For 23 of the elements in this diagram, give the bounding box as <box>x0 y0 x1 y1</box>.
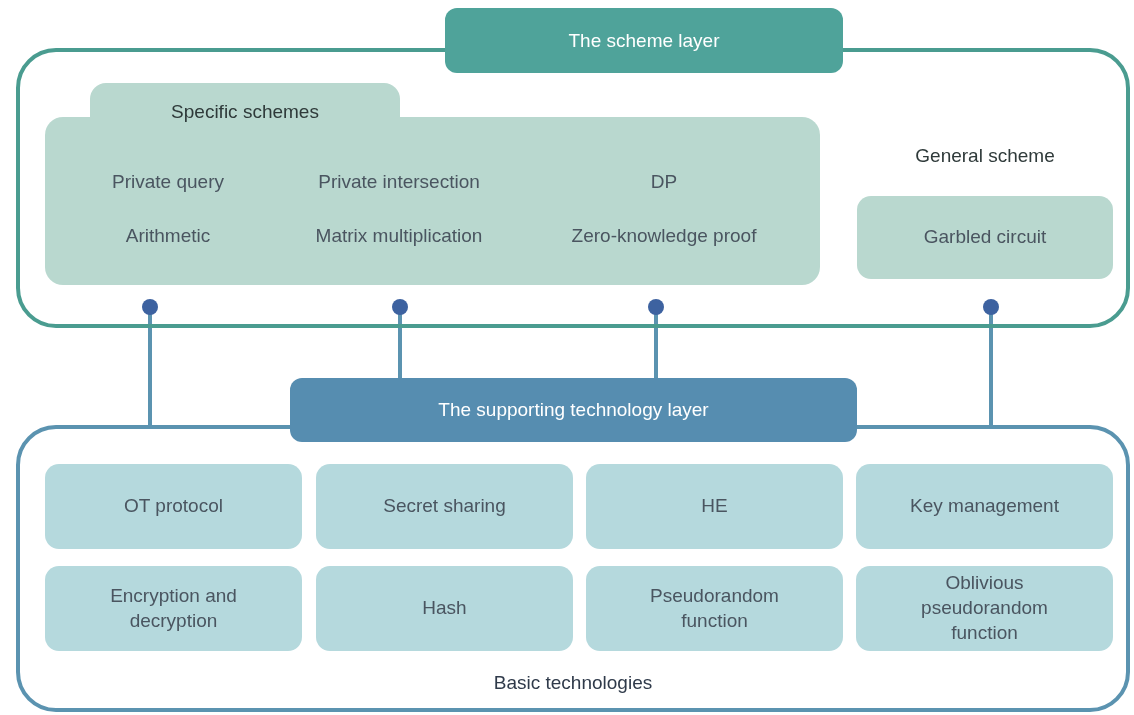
technique-box: OT protocol <box>45 464 302 549</box>
technique-box: HE <box>586 464 843 549</box>
technique-box: Oblivious pseudorandom function <box>856 566 1113 651</box>
scheme-label: Matrix multiplication <box>315 225 483 247</box>
technique-box: Garbled circuit <box>857 196 1113 279</box>
box-heading: General scheme <box>914 145 1056 167</box>
scheme-label: Arithmetic <box>125 225 211 247</box>
technique-box: Hash <box>316 566 573 651</box>
technique-box: Key management <box>856 464 1113 549</box>
connector-line <box>142 299 158 425</box>
layer-footer-label: Basic technologies <box>492 672 654 694</box>
connector-line <box>392 299 408 378</box>
scheme-label: DP <box>650 171 678 193</box>
layer-title-tab: The scheme layer <box>445 8 843 73</box>
connector-line <box>648 299 664 378</box>
scheme-label: Zero-knowledge proof <box>571 225 757 247</box>
technique-box: Secret sharing <box>316 464 573 549</box>
scheme-label: Private query <box>112 171 224 193</box>
layer-title-tab: The supporting technology layer <box>290 378 857 442</box>
connector-line <box>983 299 999 425</box>
scheme-label: Private intersection <box>318 171 480 193</box>
technique-box: Pseudorandom function <box>586 566 843 651</box>
technique-box: Encryption and decryption <box>45 566 302 651</box>
